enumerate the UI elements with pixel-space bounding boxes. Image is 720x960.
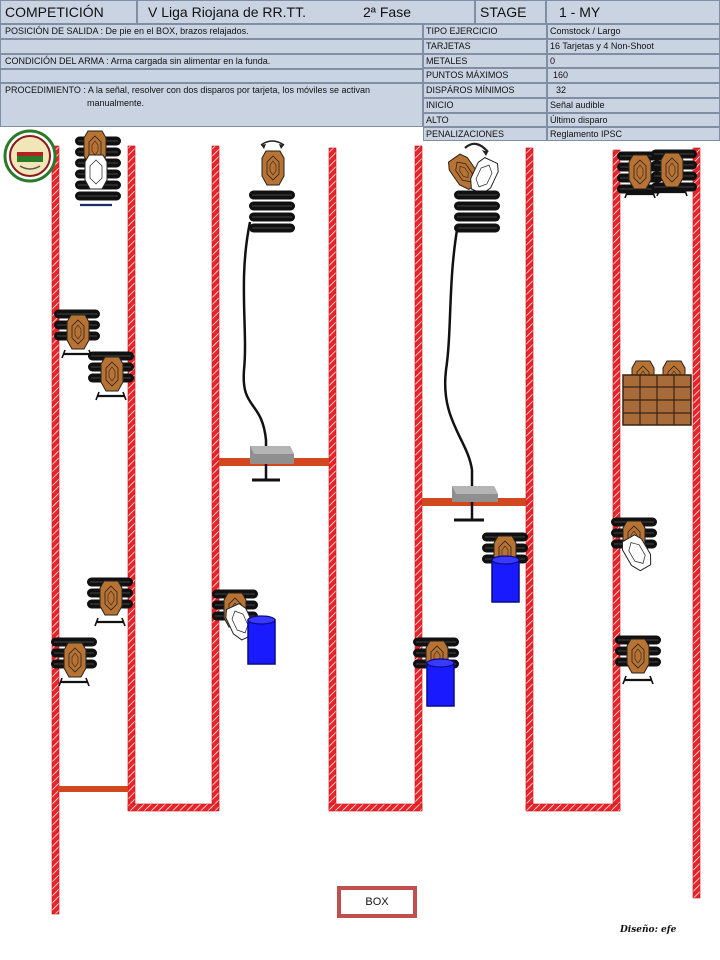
detail-label: INICIO [423,98,547,113]
activation-cable [443,223,474,520]
target-stack [74,130,122,207]
competition-title: V Liga Riojana de RR.TT. 2ª Fase [137,0,475,24]
detail-label: ALTO [423,113,547,127]
detail-value: 0 [547,54,720,68]
fault-line [58,786,128,792]
procedure-line-1: PROCEDIMIENTO : A la señal, resolver con… [5,85,370,95]
barrel [491,555,520,603]
wall [127,803,220,812]
wooden-crate [622,360,692,426]
activation-cable [242,221,268,480]
detail-value: Comstock / Largo [547,24,720,39]
stage-walls [51,145,701,915]
wall [328,803,423,812]
blank-row-2 [0,69,423,83]
start-position-row: POSICIÓN DE SALIDA : De pie en el BOX, b… [0,24,423,39]
mover-target [443,142,502,522]
detail-label: TARJETAS [423,39,547,54]
detail-label: PUNTOS MÁXIMOS [423,68,547,83]
wall [525,803,621,812]
blank-row-1 [0,39,423,54]
barrel [247,615,276,665]
detail-label: METALES [423,54,547,68]
detail-label: TIPO EJERCICIO [423,24,547,39]
detail-value: Señal audible [547,98,720,113]
wall [211,145,220,811]
club-logo-icon [3,129,57,183]
procedure-row: PROCEDIMIENTO : A la señal, resolver con… [0,83,423,127]
weapon-condition-row: CONDICIÓN DEL ARMA : Arma cargada sin al… [0,54,423,69]
competition-label: COMPETICIÓN [0,0,137,24]
wall [414,145,423,811]
target-stand [87,351,135,402]
stage-value: 1 - MY [546,0,720,24]
start-box: BOX [337,886,417,918]
mover-target [242,140,296,482]
target-stand [614,635,662,686]
detail-label: PENALIZACIONES [423,127,547,141]
phase-label: 2ª Fase [363,4,411,20]
wall [612,149,621,811]
target-pair [616,149,698,200]
barrel [426,658,455,707]
target-stand [86,577,134,628]
wall [51,145,60,915]
procedure-line-2: manualmente. [87,98,145,108]
wall [525,147,534,811]
wall [328,147,337,811]
wall [692,147,701,899]
wall [127,145,136,811]
designer-credit: Diseño: efe [620,925,677,935]
target-stand [53,309,101,360]
detail-label: DISPÁROS MÍNIMOS [423,83,547,98]
stage-label: STAGE [475,0,546,24]
competition-name: V Liga Riojana de RR.TT. [148,4,306,20]
